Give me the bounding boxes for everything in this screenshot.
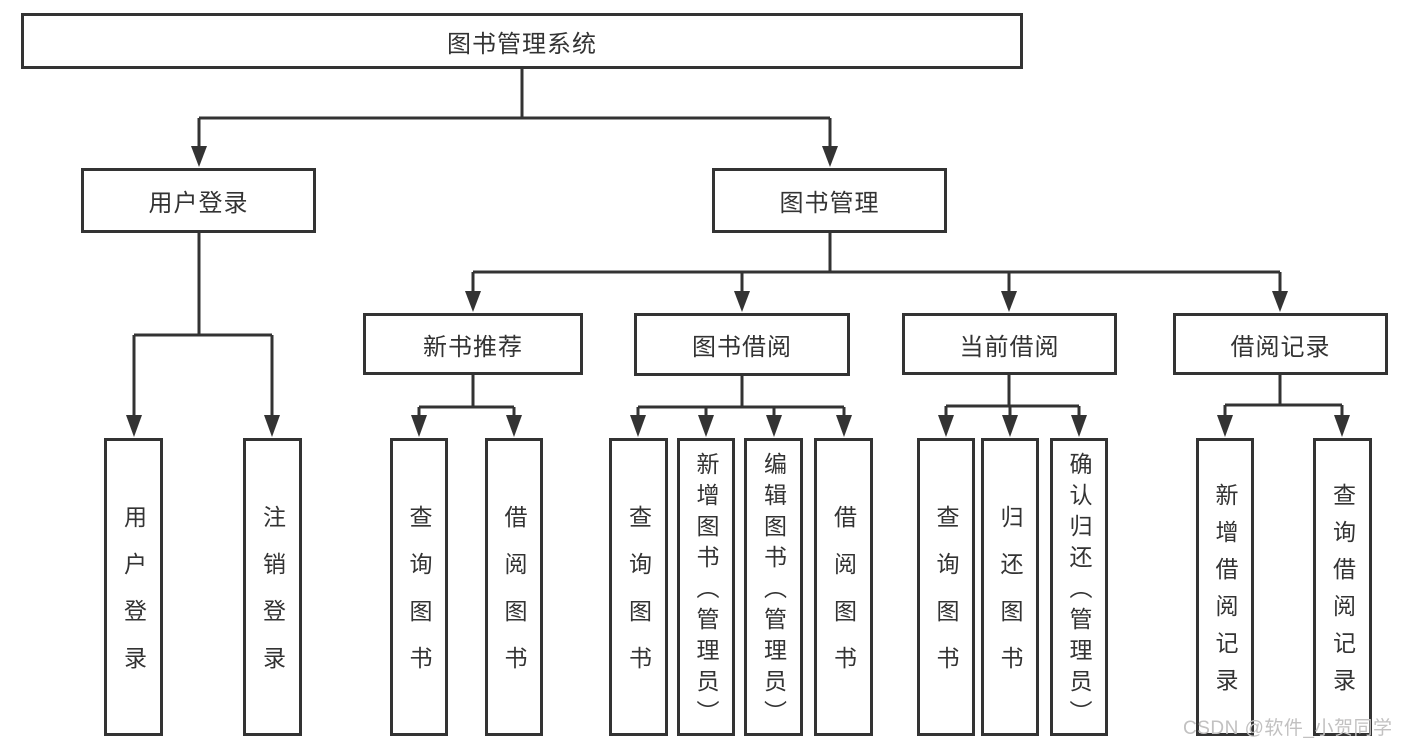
leaf-borrow-books-recommend: 借阅图书 <box>485 438 543 736</box>
node-label: 查询借阅记录 <box>1329 483 1356 705</box>
csdn-watermark: CSDN @软件_小贺同学 <box>1183 718 1393 739</box>
node-new-book-recommendation: 新书推荐 <box>363 313 583 375</box>
node-label: 图书借阅 <box>692 334 792 361</box>
node-label: 用户登录 <box>148 190 249 217</box>
arrowhead <box>1001 291 1017 312</box>
leaf-query-books-borrowing: 查询图书 <box>609 438 668 736</box>
node-label: 新书推荐 <box>423 333 523 361</box>
arrowhead <box>126 415 142 437</box>
node-label: 用户登录 <box>120 505 147 693</box>
leaf-add-books-admin: 新增图书（管理员） <box>677 438 735 736</box>
node-label: 新增图书（管理员） <box>693 451 719 731</box>
node-current-borrowing: 当前借阅 <box>902 313 1117 375</box>
arrowhead <box>630 415 646 437</box>
leaf-query-books-recommend: 查询图书 <box>390 438 448 736</box>
leaf-logout: 注销登录 <box>243 438 302 736</box>
node-label: 编辑图书（管理员） <box>760 451 787 731</box>
leaf-return-books: 归还图书 <box>981 438 1039 736</box>
leaf-borrow-books: 借阅图书 <box>814 438 873 736</box>
arrowhead <box>506 415 522 437</box>
arrowhead <box>1334 415 1350 437</box>
node-label: 查询图书 <box>933 505 959 693</box>
node-label: 确认归还（管理员） <box>1066 451 1092 731</box>
node-user-login: 用户登录 <box>81 168 316 233</box>
arrowhead <box>734 291 750 312</box>
node-label: 查询图书 <box>625 505 652 693</box>
arrowhead <box>465 291 481 312</box>
node-book-management: 图书管理 <box>712 168 947 233</box>
arrowhead <box>264 415 280 437</box>
arrowhead <box>822 146 838 167</box>
leaf-add-borrow-record: 新增借阅记录 <box>1196 438 1254 736</box>
arrowhead <box>1272 291 1288 312</box>
arrowhead <box>766 415 782 437</box>
node-label: 借阅记录 <box>1230 333 1331 361</box>
leaf-user-login: 用户登录 <box>104 438 163 736</box>
node-label: 图书管理 <box>779 190 880 217</box>
leaf-query-books-current: 查询图书 <box>917 438 975 736</box>
node-book-borrowing: 图书借阅 <box>634 313 850 376</box>
node-label: 借阅图书 <box>830 505 857 693</box>
node-borrowing-records: 借阅记录 <box>1173 313 1388 375</box>
arrowhead <box>1071 415 1087 437</box>
node-label: 新增借阅记录 <box>1212 483 1238 705</box>
arrowhead <box>191 146 207 167</box>
node-label: 注销登录 <box>259 505 286 693</box>
node-library-management-system: 图书管理系统 <box>21 13 1023 69</box>
arrowhead <box>1002 415 1018 437</box>
arrowhead <box>698 415 714 437</box>
arrowhead <box>1217 415 1233 437</box>
arrowhead <box>836 415 852 437</box>
leaf-query-borrow-records: 查询借阅记录 <box>1313 438 1372 736</box>
node-label: 查询图书 <box>406 505 432 693</box>
node-label: 图书管理系统 <box>447 30 597 58</box>
leaf-confirm-return-admin: 确认归还（管理员） <box>1050 438 1108 736</box>
node-label: 当前借阅 <box>959 333 1060 361</box>
arrowhead <box>938 415 954 437</box>
node-label: 归还图书 <box>997 505 1023 693</box>
node-label: 借阅图书 <box>501 505 527 693</box>
arrowhead <box>411 415 427 437</box>
leaf-edit-books-admin: 编辑图书（管理员） <box>744 438 803 736</box>
